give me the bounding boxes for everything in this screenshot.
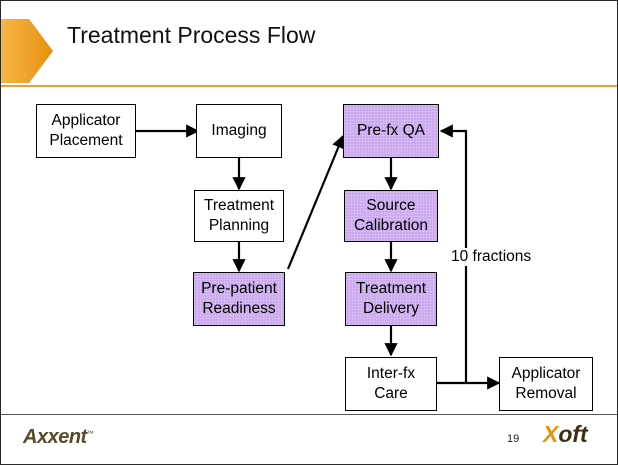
trademark-mark: ™ bbox=[86, 430, 94, 438]
page-number: 19 bbox=[507, 433, 520, 445]
title-underline bbox=[1, 85, 617, 87]
xoft-logo: Xoft bbox=[543, 421, 588, 447]
footer-divider bbox=[1, 414, 617, 415]
axxent-logo: Axxent™ bbox=[23, 426, 94, 448]
box-pre-fx-qa: Pre-fx QA bbox=[343, 104, 439, 158]
arrow-readiness-to-prefx-qa bbox=[286, 134, 345, 270]
title-chevron-shape bbox=[1, 19, 53, 83]
page-title: Treatment Process Flow bbox=[67, 22, 316, 48]
box-imaging: Imaging bbox=[196, 104, 282, 158]
loop-label: 10 fractions bbox=[449, 248, 534, 266]
fractions-loop-arrow bbox=[439, 124, 468, 383]
